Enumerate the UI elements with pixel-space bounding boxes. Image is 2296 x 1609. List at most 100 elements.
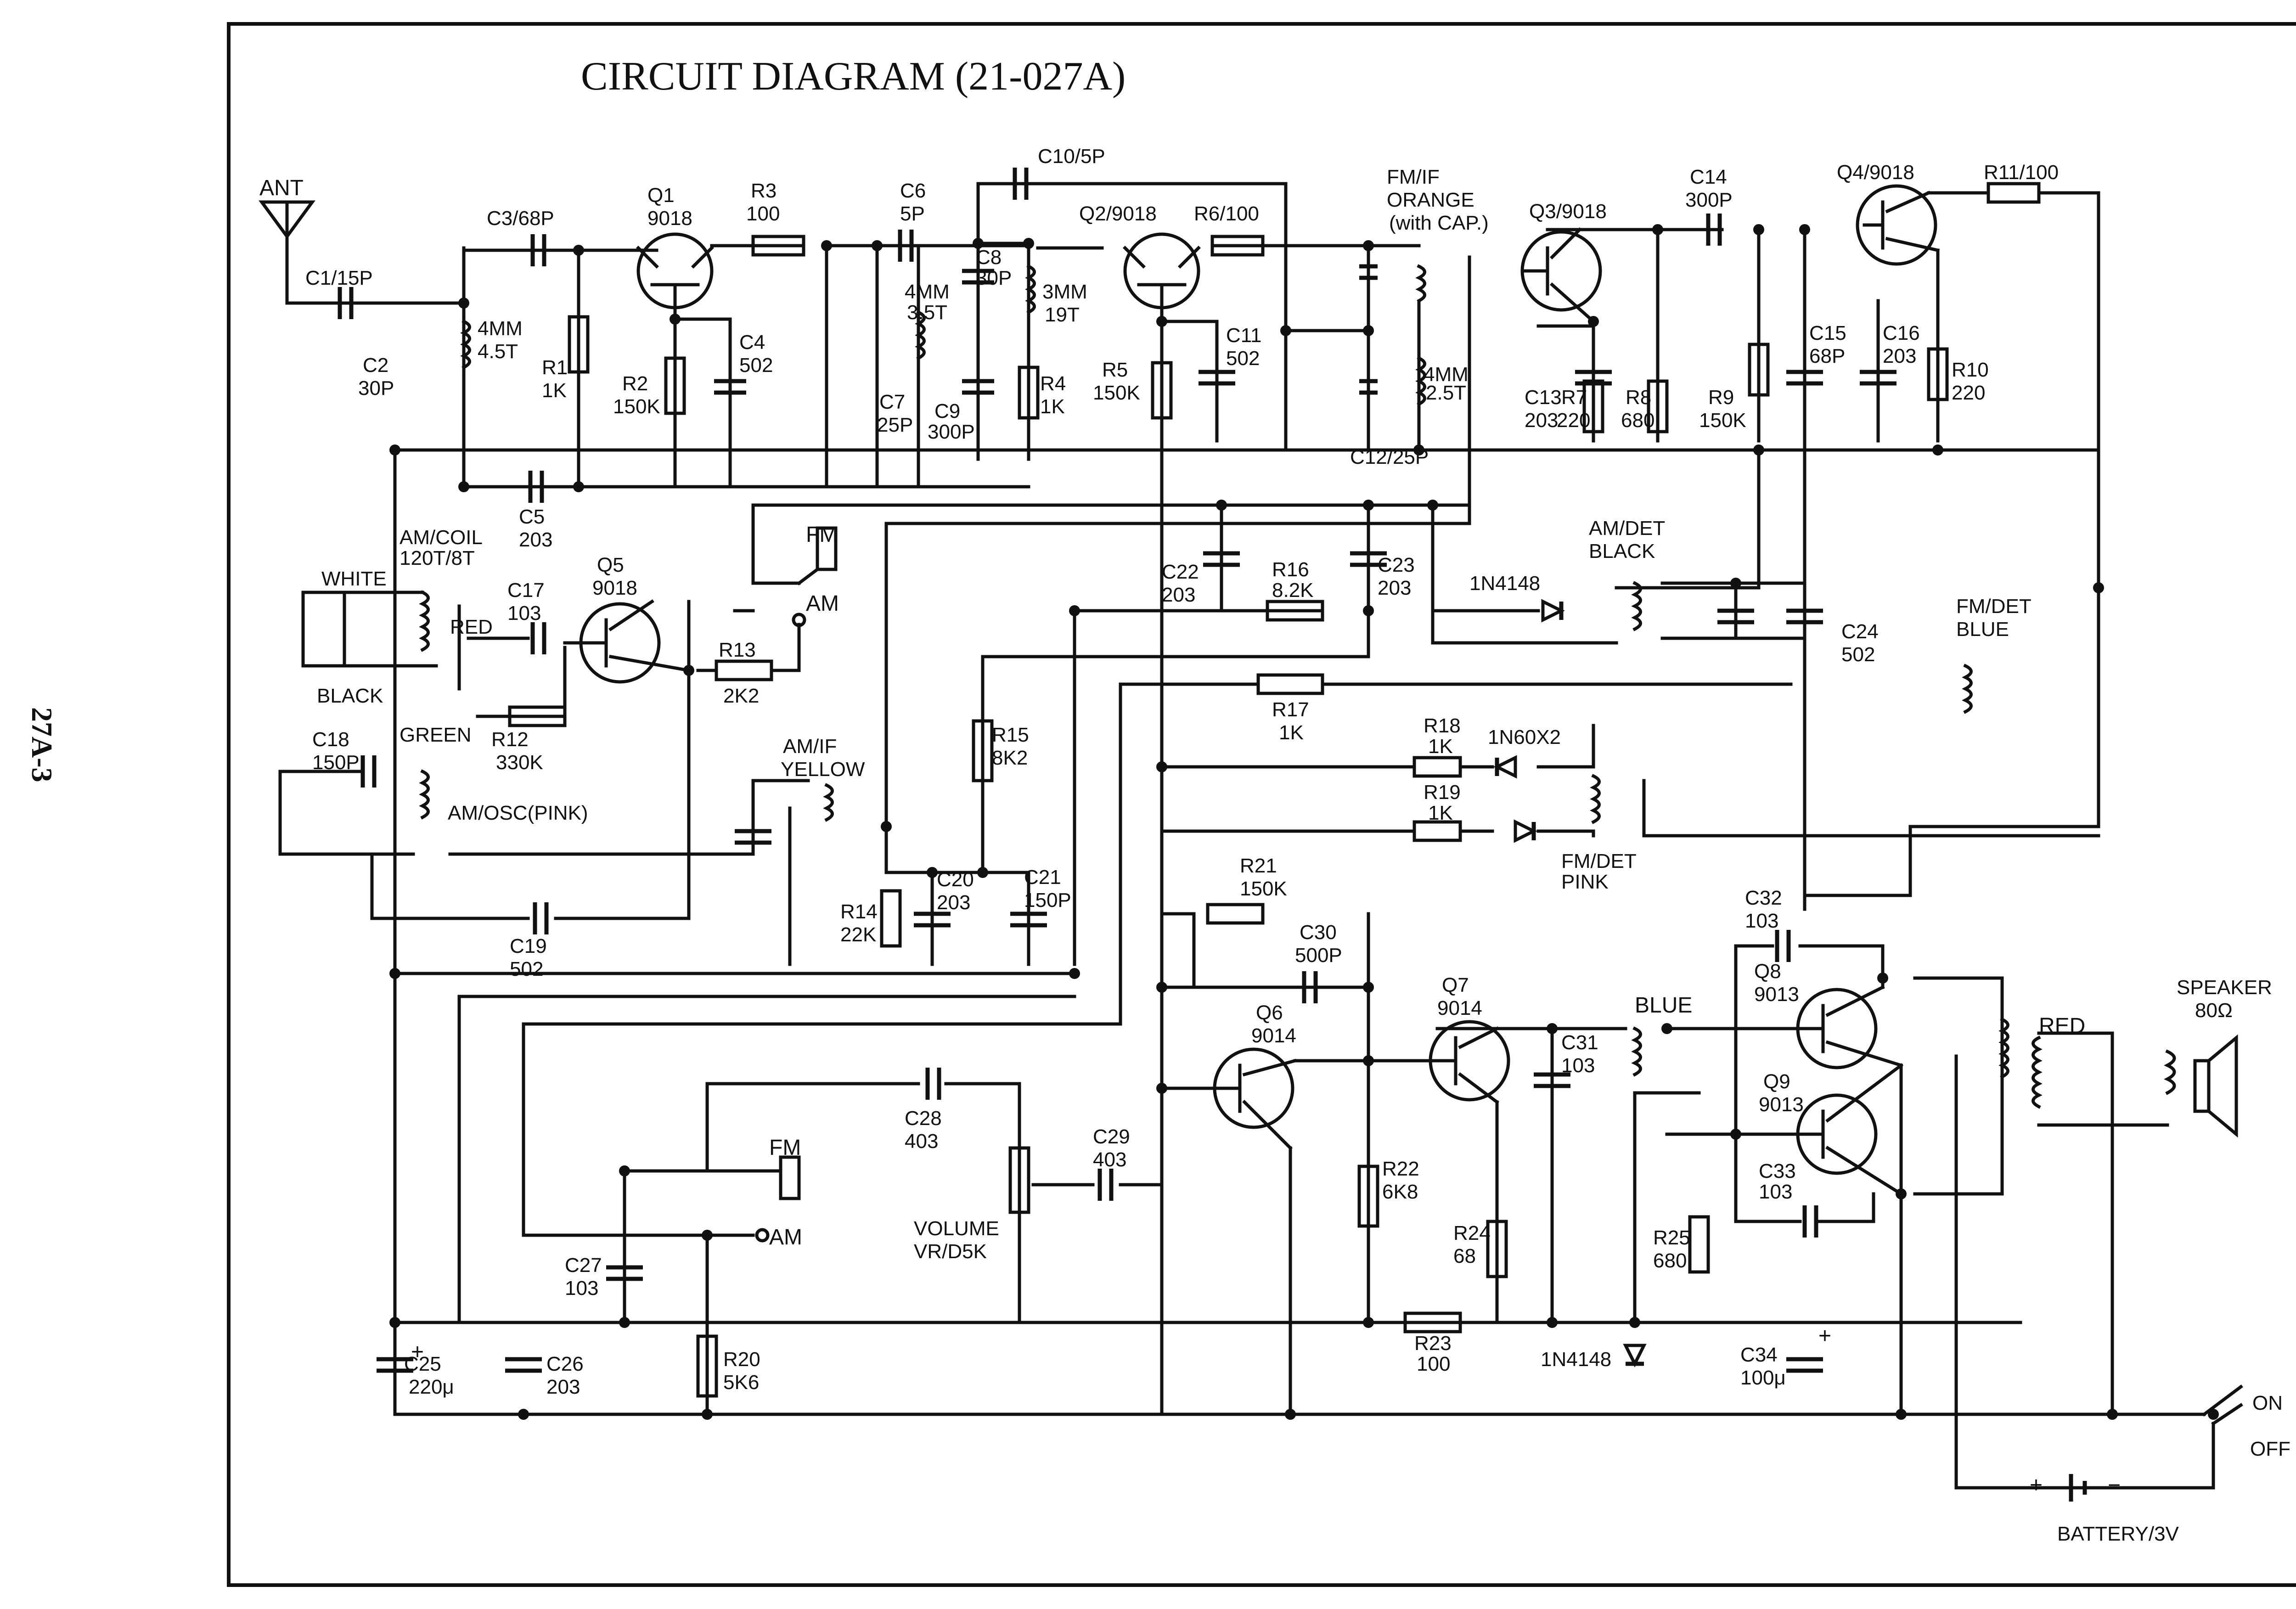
label-c19b: 502 (510, 958, 543, 980)
label-fm1: FM (806, 523, 838, 547)
label-r18a: R18 (1424, 714, 1461, 737)
label-r24a: R24 (1453, 1222, 1491, 1244)
label-r10b: 220 (1952, 382, 1985, 404)
label-fmdet2b: PINK (1561, 871, 1609, 893)
label-c7a: C7 (879, 391, 905, 413)
label-c12: C12/25P (1350, 446, 1429, 468)
label-coil1b: 4.5T (478, 340, 518, 363)
label-r20b: 5K6 (723, 1371, 759, 1394)
label-c13b: 203 (1525, 409, 1558, 432)
label-c14a: C14 (1690, 166, 1727, 188)
label-q4: Q4/9018 (1837, 161, 1914, 184)
label-c29a: C29 (1093, 1125, 1130, 1148)
label-coil4b: 2.5T (1426, 382, 1466, 404)
label-c25a: C25 (404, 1353, 441, 1375)
label-red2: RED (2039, 1014, 2085, 1038)
resistors (508, 182, 2041, 1398)
label-r16b: 8.2K (1272, 579, 1314, 602)
label-fmdeta: FM/DET (1956, 595, 2032, 618)
transistor-q5-icon (563, 599, 691, 684)
label-c1: C1/15P (305, 267, 373, 289)
label-q7b: 9014 (1437, 997, 1482, 1019)
label-c6a: C6 (900, 180, 926, 202)
label-am1: AM (806, 591, 839, 616)
label-r13b: 2K2 (723, 685, 759, 707)
label-on: ON (2252, 1392, 2283, 1414)
label-c27b: 103 (565, 1277, 598, 1300)
label-r14a: R14 (840, 900, 878, 923)
label-r8a: R8 (1626, 386, 1651, 409)
label-fmdet2a: FM/DET (1561, 850, 1637, 872)
label-r1b: 1K (542, 379, 567, 402)
label-r22a: R22 (1382, 1158, 1419, 1180)
label-c31a: C31 (1561, 1031, 1598, 1054)
fm-am-switches (751, 526, 838, 1243)
label-d3: 1N4148 (1541, 1348, 1611, 1371)
label-c22a: C22 (1162, 561, 1199, 583)
label-q2: Q2/9018 (1079, 203, 1157, 225)
label-r9b: 150K (1699, 409, 1746, 432)
label-r23a: R23 (1414, 1332, 1452, 1355)
label-r22b: 6K8 (1382, 1181, 1418, 1203)
label-r17a: R17 (1272, 698, 1309, 721)
label-amcoila: AM/COIL (400, 526, 483, 549)
label-c23b: 203 (1378, 577, 1411, 599)
page-code: 27A-3 (26, 707, 58, 782)
label-r4b: 1K (1040, 395, 1065, 418)
label-r3b: 100 (746, 203, 780, 225)
label-d1: 1N4148 (1469, 572, 1540, 595)
label-amdetb: BLACK (1589, 540, 1655, 563)
label-c17a: C17 (507, 579, 545, 602)
label-r7b: 220 (1557, 409, 1590, 432)
label-amosc: AM/OSC(PINK) (448, 802, 588, 824)
label-r5b: 150K (1093, 382, 1140, 404)
label-q5a: Q5 (597, 554, 624, 576)
label-c20b: 203 (937, 891, 970, 914)
label-plus2: + (411, 1340, 424, 1364)
label-r19a: R19 (1424, 781, 1461, 804)
label-c24a: C24 (1841, 620, 1879, 643)
label-ant: ANT (259, 176, 304, 200)
speaker-icon (2193, 1034, 2238, 1138)
label-fmifa: FM/IF (1387, 166, 1440, 188)
label-c16a: C16 (1883, 322, 1920, 344)
label-r15b: 8K2 (992, 747, 1028, 769)
transistor-q2-icon (1123, 232, 1201, 309)
label-r14b: 22K (840, 923, 876, 946)
label-am2: AM (769, 1225, 802, 1249)
battery-icon (2069, 1474, 2087, 1502)
label-c4b: 502 (739, 354, 773, 377)
label-r12b: 330K (496, 751, 543, 774)
label-battery: BATTERY/3V (2057, 1523, 2179, 1545)
label-c21b: 150P (1024, 889, 1071, 911)
label-r6: R6/100 (1194, 203, 1259, 225)
label-r9a: R9 (1708, 386, 1734, 409)
label-r4a: R4 (1040, 372, 1066, 395)
label-speakerb: 80Ω (2195, 999, 2233, 1022)
label-fmifb: ORANGE (1387, 189, 1474, 211)
transistor-q9-icon (1796, 1063, 1903, 1196)
transistor-q1-icon (636, 232, 714, 309)
label-c21a: C21 (1024, 866, 1061, 889)
label-r1a: R1 (542, 356, 568, 379)
label-r7a: R7 (1561, 386, 1587, 409)
label-red1: RED (450, 616, 493, 638)
label-c6b: 5P (900, 203, 925, 225)
label-c8a: C8 (976, 246, 1002, 269)
label-c5b: 203 (519, 529, 552, 551)
label-q3: Q3/9018 (1529, 200, 1607, 223)
label-c10: C10/5P (1038, 145, 1105, 168)
label-r21a: R21 (1240, 855, 1277, 877)
label-off: OFF (2250, 1438, 2290, 1460)
label-c31b: 103 (1561, 1054, 1595, 1077)
label-r18b: 1K (1428, 735, 1453, 758)
label-d2: 1N60X2 (1488, 726, 1561, 748)
label-volumeb: VR/D5K (914, 1240, 987, 1263)
label-c30b: 500P (1295, 944, 1342, 967)
label-c3: C3/68P (487, 207, 554, 230)
label-c20a: C20 (937, 868, 974, 891)
label-c27a: C27 (565, 1254, 602, 1277)
label-black1: BLACK (317, 685, 383, 707)
label-c33a: C33 (1759, 1160, 1796, 1182)
